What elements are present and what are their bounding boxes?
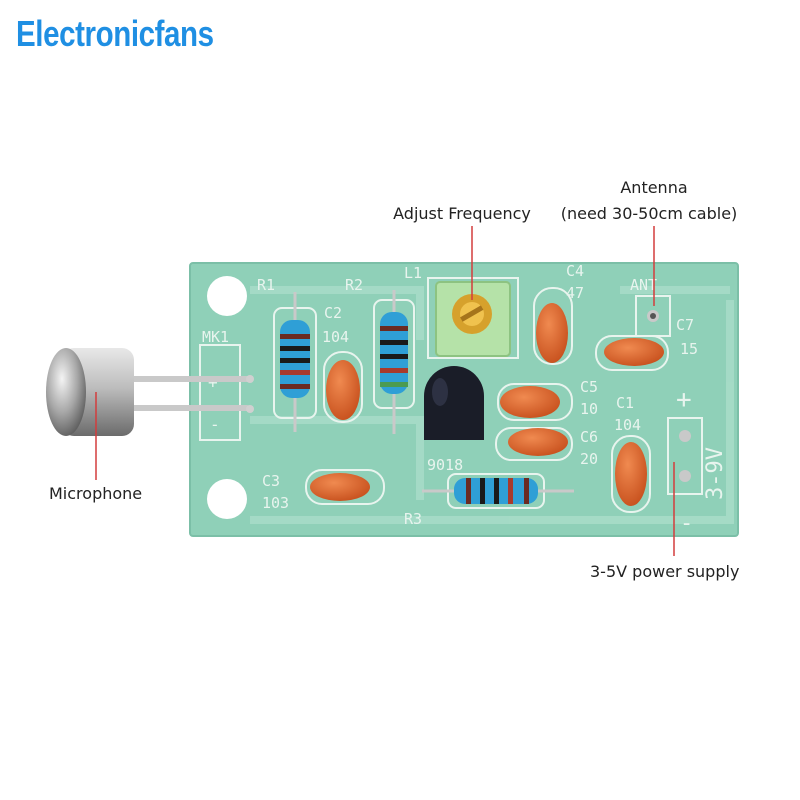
c6-label: C6 <box>580 428 598 446</box>
c1-label: C1 <box>616 394 634 412</box>
adjust-frequency-label: Adjust Frequency <box>393 204 531 223</box>
resistor-r3 <box>454 478 538 504</box>
l1-label: L1 <box>404 264 422 282</box>
antenna-note: (need 30-50cm cable) <box>560 204 738 223</box>
c3-value: 103 <box>262 494 289 512</box>
c4-label: C4 <box>566 262 584 280</box>
c2-value: 104 <box>322 328 349 346</box>
capacitor-c3 <box>310 473 370 501</box>
brand-logo: Electronicfans <box>16 13 214 54</box>
c5-value: 10 <box>580 400 598 418</box>
transistor-9018 <box>424 366 484 440</box>
capacitor-c1 <box>615 442 647 506</box>
power-plus: + <box>676 385 692 415</box>
r1-label: R1 <box>257 276 275 294</box>
antenna-title: Antenna <box>620 178 688 197</box>
microphone-component <box>46 348 250 436</box>
c6-value: 20 <box>580 450 598 468</box>
power-minus: - <box>680 511 693 536</box>
microphone-label: Microphone <box>49 484 143 503</box>
c3-label: C3 <box>262 472 280 490</box>
transistor-label: 9018 <box>427 456 463 474</box>
capacitor-c5 <box>500 386 560 418</box>
c7-label: C7 <box>676 316 694 334</box>
mk1-minus: - <box>210 415 220 434</box>
resistor-r1 <box>280 320 310 398</box>
c5-label: C5 <box>580 378 598 396</box>
c4-value: 47 <box>566 284 584 302</box>
power-supply-label: 3-5V power supply <box>590 562 740 581</box>
capacitor-c2 <box>326 360 360 420</box>
capacitor-c6 <box>508 428 568 456</box>
mounting-hole-bottom <box>207 479 247 519</box>
mounting-hole-top <box>207 276 247 316</box>
capacitor-c7 <box>604 338 664 366</box>
c1-value: 104 <box>614 416 641 434</box>
capacitor-c4 <box>536 303 568 363</box>
resistor-r2 <box>380 312 408 394</box>
c7-value: 15 <box>680 340 698 358</box>
c2-label: C2 <box>324 304 342 322</box>
voltage-label: 3-9V <box>703 447 728 500</box>
ant-label: ANT <box>630 276 657 294</box>
r2-label: R2 <box>345 276 363 294</box>
mk1-plus: + <box>208 373 218 392</box>
mk1-label: MK1 <box>202 328 229 346</box>
r3-label: R3 <box>404 510 422 528</box>
trimmer-capacitor <box>435 281 511 357</box>
